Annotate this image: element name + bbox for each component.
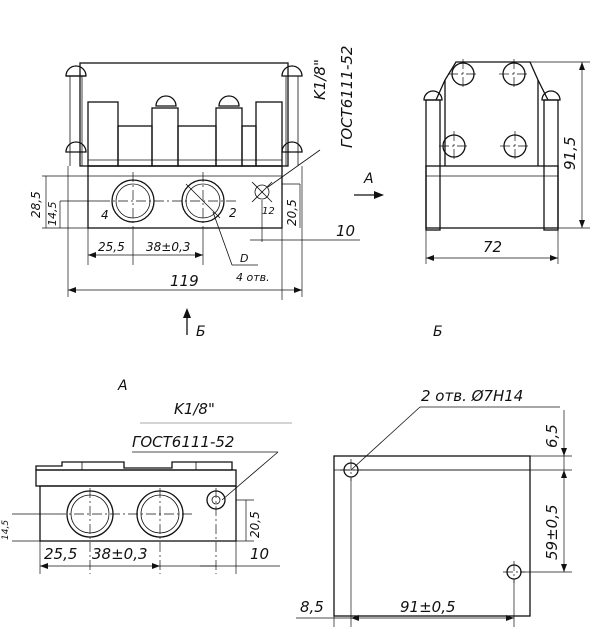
port-2-label: 2 xyxy=(229,206,237,220)
dim-14-5: 14,5 xyxy=(46,202,59,227)
dim-28-5: 28,5 xyxy=(29,191,43,218)
direction-a-label: A xyxy=(363,171,374,187)
port-4-label: 4 xyxy=(101,208,109,222)
view-a-thread-label: K1/8" xyxy=(174,400,215,418)
view-a-dim-38: 38±0,3 xyxy=(92,545,148,563)
view-a-dim-partial: 14,5 xyxy=(1,520,11,540)
side-view: 91,5 72 Б xyxy=(423,59,590,340)
side-dim-91-5: 91,5 xyxy=(561,137,579,170)
dim-20-5: 20,5 xyxy=(285,199,299,226)
view-a-dim-20-5: 20,5 xyxy=(248,511,262,538)
dim-10: 10 xyxy=(336,222,355,240)
mounting-view: 2 отв. Ø7H14 6,5 59±0,5 8,5 91±0,5 xyxy=(296,387,572,627)
front-view: K1/8" ГОСТ6111-52 A Б 4 2 D 12 28,5 14,5… xyxy=(29,46,384,340)
mount-holes-note: 2 отв. Ø7H14 xyxy=(421,387,523,405)
dim-12: 12 xyxy=(262,206,275,217)
view-a-standard-label: ГОСТ6111-52 xyxy=(132,433,234,451)
mount-dim-8-5: 8,5 xyxy=(300,598,324,616)
dim-119: 119 xyxy=(170,272,199,290)
dim-38: 38±0,3 xyxy=(146,240,190,254)
port-d-label: D xyxy=(240,252,248,265)
mount-dim-91: 91±0,5 xyxy=(400,598,456,616)
mount-dim-59: 59±0,5 xyxy=(543,504,561,560)
direction-b-label: Б xyxy=(196,324,206,340)
view-a-title: A xyxy=(117,378,128,394)
thread-label: K1/8" xyxy=(311,59,329,100)
view-a: A K1/8" ГОСТ6111-52 14,5 25,5 38±0,3 20,… xyxy=(1,378,292,574)
side-dim-72: 72 xyxy=(483,238,502,256)
view-a-dim-25-5: 25,5 xyxy=(44,545,77,563)
dim-25-5: 25,5 xyxy=(98,240,125,254)
mount-dim-6-5: 6,5 xyxy=(543,424,561,448)
view-a-dim-10: 10 xyxy=(250,545,269,563)
holes-note: 4 отв. xyxy=(236,271,270,284)
standard-label: ГОСТ6111-52 xyxy=(338,46,356,148)
side-view-title: Б xyxy=(433,324,443,340)
